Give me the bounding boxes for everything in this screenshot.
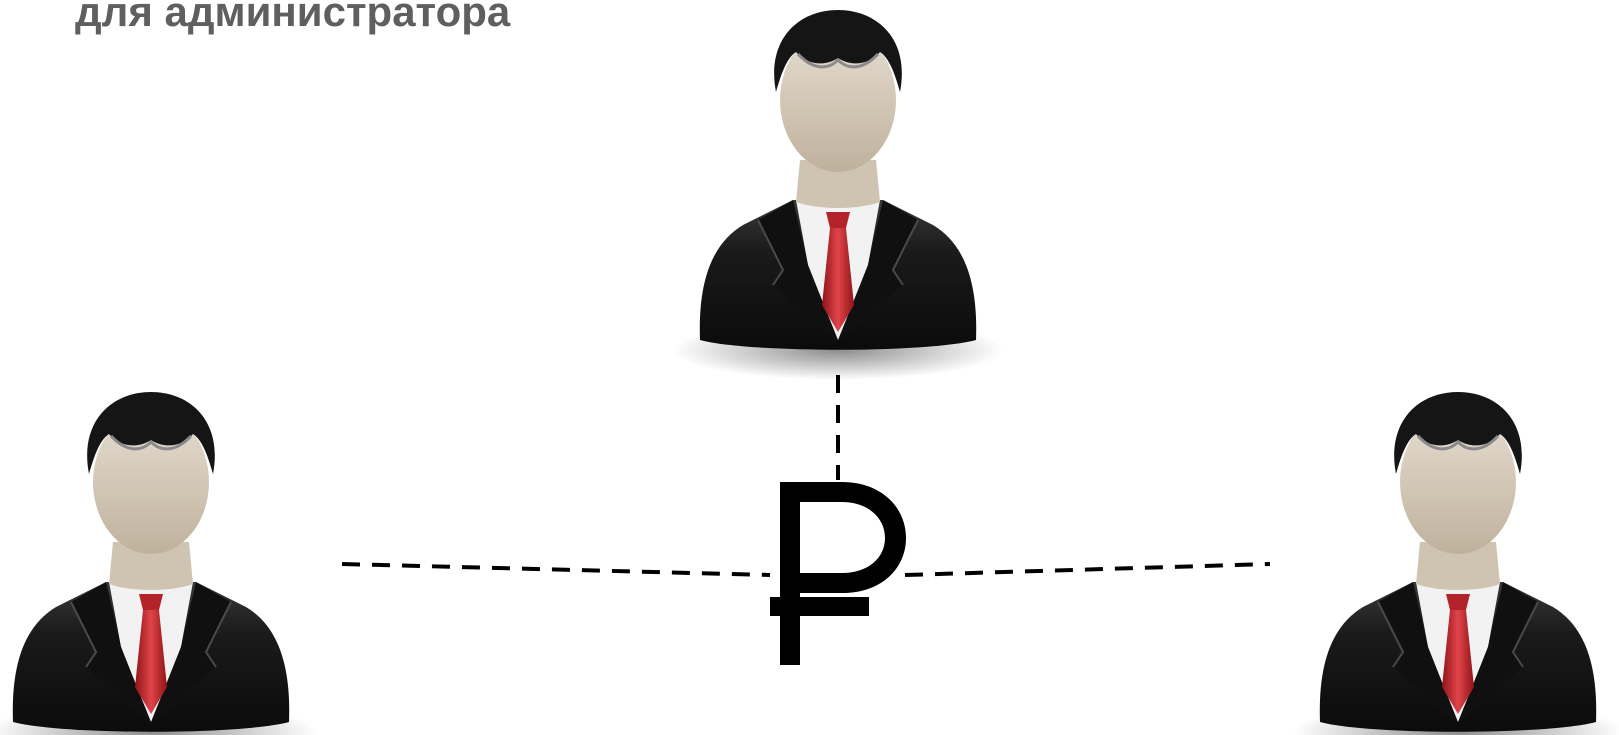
person-top-icon bbox=[671, 8, 1005, 382]
ruble-sign-icon bbox=[770, 482, 906, 665]
connector-left bbox=[341, 562, 771, 577]
person-right-icon bbox=[1291, 390, 1619, 735]
connector-right bbox=[904, 562, 1271, 577]
person-left-icon bbox=[0, 390, 318, 735]
page-title: для администратора bbox=[75, 0, 511, 35]
